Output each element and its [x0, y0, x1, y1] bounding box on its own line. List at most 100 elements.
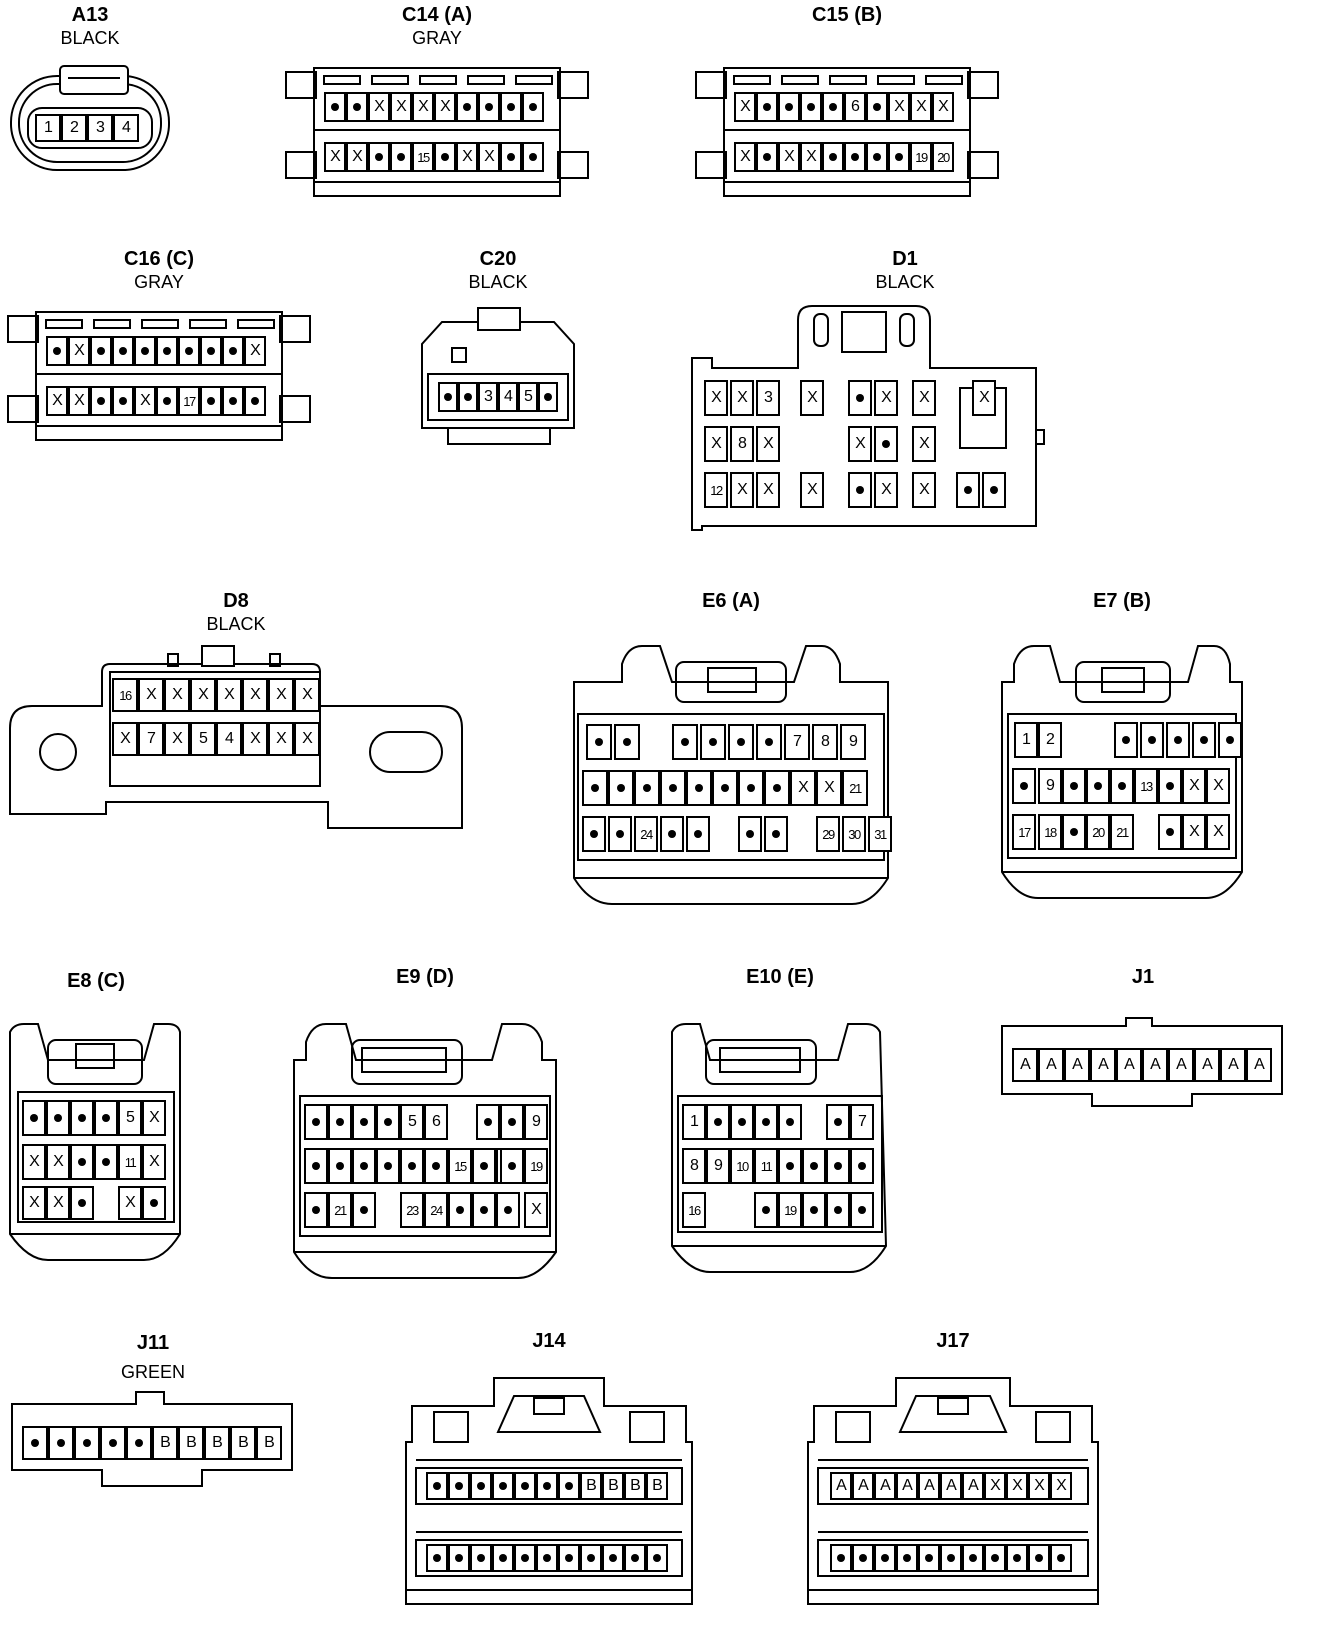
pin-dot [397, 153, 405, 161]
pin-dot [829, 103, 837, 111]
pin-dot [331, 103, 339, 111]
connector-pin [822, 142, 844, 172]
housing-outline [293, 1023, 557, 1279]
connector-pin [368, 142, 390, 172]
connector-pin: 31 [868, 816, 892, 852]
connector-pin [730, 1104, 754, 1140]
pin-dot [895, 153, 903, 161]
connector-pin [1062, 768, 1086, 804]
pin-dot [1166, 782, 1174, 790]
connector-pin: X [190, 678, 216, 712]
connector-pin: 29 [816, 816, 840, 852]
connector-pin: X [1182, 814, 1206, 850]
pin-dot [807, 103, 815, 111]
connector-title: E10 (E) [746, 966, 814, 988]
connector-pin [94, 1144, 118, 1180]
pin-dot [109, 1439, 117, 1447]
connector-color: GRAY [412, 28, 462, 48]
connector-pin: 17 [1012, 814, 1036, 850]
connector-pin: X [22, 1186, 46, 1220]
pin-dot [251, 397, 259, 405]
pin-dot [882, 440, 890, 448]
connector-pin: X [1182, 768, 1206, 804]
connector-pin [522, 142, 544, 172]
connector-pin: A [1168, 1048, 1194, 1082]
connector-pin [100, 1426, 126, 1460]
pin-dot [881, 1554, 889, 1562]
connector-pin [1062, 814, 1086, 850]
connector-color: BLACK [60, 28, 120, 48]
pin-dot [1020, 782, 1028, 790]
connector-pin [866, 92, 888, 122]
connector-pin: X [46, 1144, 70, 1180]
connector-pin: 19 [524, 1148, 548, 1184]
connector-color: GREEN [120, 1362, 185, 1382]
connector-pin [660, 770, 686, 806]
connector-pin: 2 [61, 114, 87, 142]
connector-pin: X [268, 678, 294, 712]
connector-pin: 9 [840, 724, 866, 760]
connector-pin [706, 1192, 730, 1228]
connector-pin [586, 724, 612, 760]
connector-pin: X [142, 1100, 166, 1136]
connector-pin: X [1028, 1472, 1050, 1500]
pin-dot [964, 486, 972, 494]
connector-pin: 19 [778, 1192, 802, 1228]
housing-outline [405, 1377, 693, 1605]
connector-pin [756, 142, 778, 172]
connector-pin: 9 [706, 1148, 730, 1184]
connector-pin [712, 816, 736, 852]
connector-title: E9 (D) [396, 966, 454, 988]
connector-pin: X [368, 92, 390, 122]
connector-pin: X [346, 142, 368, 172]
connector-pin: 15 [412, 142, 434, 172]
connector-pin [426, 1544, 448, 1572]
connector-pin [778, 1104, 802, 1140]
connector-pin: B [178, 1426, 204, 1460]
pin-dot [78, 1114, 86, 1122]
connector-pin [756, 724, 782, 760]
connector-pin [304, 1148, 328, 1184]
connector-pin [156, 336, 178, 366]
connector-title: C15 (B) [811, 4, 882, 26]
housing-outline [9, 1023, 181, 1261]
pin-dot [1148, 736, 1156, 744]
connector-pin: X [68, 386, 90, 416]
connector-pin [500, 92, 522, 122]
connector-pin: 1 [35, 114, 61, 142]
pin-dot [163, 397, 171, 405]
connector-pin: 16 [112, 678, 138, 712]
pin-dot [150, 1199, 158, 1207]
pin-dot [353, 103, 361, 111]
connector-pin [800, 92, 822, 122]
pin-dot [991, 1554, 999, 1562]
pin-dot [499, 1482, 507, 1490]
connector-pin: X [1206, 768, 1230, 804]
connector-pin: 15 [448, 1148, 472, 1184]
connector-pin: B [602, 1472, 624, 1500]
connector-pin: X [412, 92, 434, 122]
connector-pin: X [164, 722, 190, 756]
pin-dot [480, 1162, 488, 1170]
connector-pin [500, 1104, 524, 1140]
connector-title: E7 (B) [1093, 590, 1151, 612]
connector-pin [492, 1544, 514, 1572]
connector-pin [70, 1100, 94, 1136]
connector-pin [790, 816, 814, 852]
connector-pin: X [456, 142, 478, 172]
pin-dot [858, 1162, 866, 1170]
connector-pin [802, 1192, 826, 1228]
connector-pin: B [646, 1472, 668, 1500]
pin-dot [990, 486, 998, 494]
connector-pin [470, 1472, 492, 1500]
connector-pin [686, 770, 712, 806]
connector-pin [346, 92, 368, 122]
pin-dot [829, 153, 837, 161]
pin-dot [57, 1439, 65, 1447]
